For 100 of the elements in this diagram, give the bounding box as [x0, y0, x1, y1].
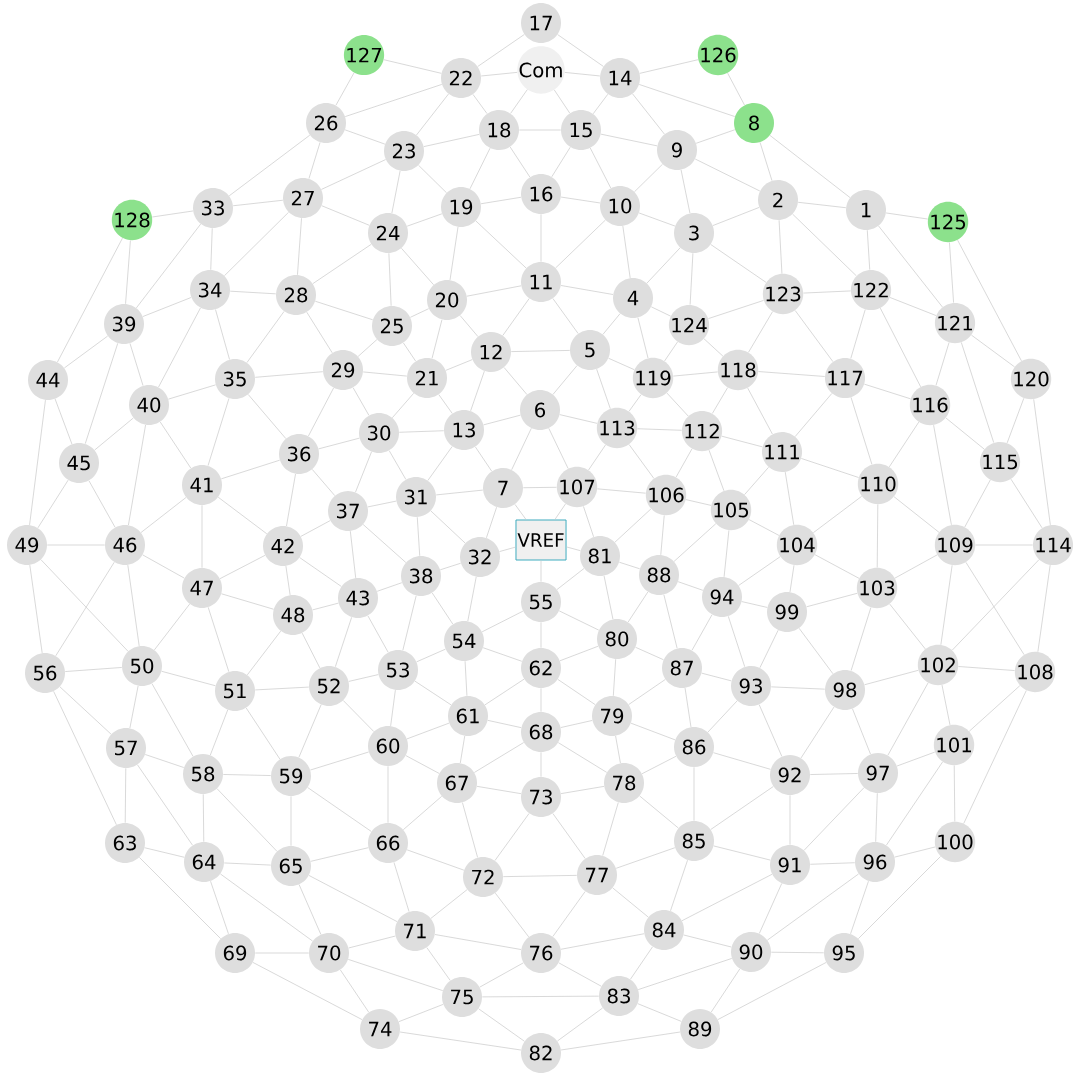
connector-line	[552, 298, 579, 334]
connector-line	[299, 557, 342, 587]
connector-line	[348, 935, 396, 949]
connector-line	[797, 201, 847, 209]
connector-line	[684, 687, 692, 728]
connector-line	[638, 212, 676, 227]
connector-line	[889, 297, 937, 316]
connector-line	[958, 666, 1015, 671]
connector-line	[770, 951, 825, 954]
connector-line	[144, 754, 185, 768]
connector-line	[945, 417, 985, 450]
connector-line	[220, 873, 313, 942]
connector-line	[560, 720, 593, 728]
connector-line	[602, 313, 621, 335]
reference-box: VREF	[515, 519, 567, 561]
connector-line	[216, 788, 278, 852]
connector-line	[632, 93, 665, 135]
connector-line	[747, 387, 773, 435]
connector-line	[879, 307, 921, 388]
connector-line	[335, 616, 352, 668]
connector-line	[627, 591, 649, 623]
connector-line	[1037, 564, 1051, 653]
connector-line	[483, 414, 521, 426]
connector-line	[608, 357, 635, 371]
connector-line	[215, 309, 230, 360]
connector-line	[806, 592, 858, 608]
connector-line	[769, 135, 851, 198]
connector-line	[552, 365, 578, 395]
connector-line	[721, 435, 763, 448]
connector-line	[792, 213, 857, 277]
connector-line	[64, 667, 123, 672]
connector-line	[784, 471, 795, 526]
connector-line	[701, 672, 732, 682]
connector-line	[713, 845, 771, 861]
connector-line	[342, 700, 375, 732]
connector-line	[254, 686, 310, 691]
connector-line	[552, 891, 586, 937]
connector-line	[37, 479, 69, 529]
connector-line	[418, 164, 447, 194]
connector-line	[209, 709, 229, 756]
connector-line	[646, 247, 681, 284]
connector-line	[560, 1031, 681, 1051]
connector-line	[889, 603, 926, 650]
connector-line	[637, 1003, 682, 1022]
connector-line	[560, 285, 614, 295]
connector-line	[759, 142, 773, 181]
connector-line	[673, 523, 717, 562]
connector-line	[84, 342, 119, 445]
connector-line	[475, 220, 527, 269]
connector-line	[953, 765, 956, 822]
connector-line	[348, 674, 379, 682]
connector-line	[639, 795, 679, 829]
connector-line	[1033, 398, 1051, 526]
connector-line	[220, 459, 281, 480]
connector-line	[136, 223, 201, 309]
connector-line	[321, 205, 370, 226]
connector-line	[876, 504, 879, 568]
connector-line	[583, 506, 594, 538]
connector-line	[511, 427, 532, 471]
connector-line	[140, 497, 187, 533]
connector-line	[399, 1031, 522, 1051]
connector-line	[960, 342, 995, 443]
connector-line	[548, 427, 569, 469]
connector-line	[510, 350, 571, 352]
connector-line	[866, 229, 871, 270]
connector-line	[510, 89, 528, 114]
connector-line	[128, 424, 146, 526]
connector-line	[151, 683, 194, 757]
connector-line	[472, 94, 488, 114]
connector-line	[660, 515, 665, 556]
connector-line	[628, 444, 655, 479]
connector-line	[478, 1008, 525, 1042]
connector-line	[635, 646, 664, 661]
connector-line	[685, 499, 712, 506]
connector-line	[673, 371, 718, 377]
connector-line	[603, 575, 614, 620]
connector-line	[741, 601, 768, 608]
connector-line	[630, 722, 676, 741]
connector-line	[246, 311, 285, 363]
connector-line	[615, 735, 621, 764]
connector-line	[224, 211, 289, 277]
connector-line	[710, 968, 741, 1013]
connector-line	[357, 339, 378, 357]
connector-line	[596, 368, 611, 409]
connector-line	[555, 219, 606, 269]
connector-line	[321, 159, 386, 190]
connector-line	[798, 627, 834, 675]
connector-line	[748, 519, 780, 536]
connector-line	[499, 546, 516, 552]
connector-line	[670, 859, 688, 912]
connector-line	[712, 387, 728, 414]
connector-line	[494, 892, 530, 938]
connector-line	[494, 813, 530, 861]
connector-line	[127, 564, 140, 647]
connector-line	[641, 755, 677, 775]
connector-line	[144, 847, 185, 858]
connector-line	[759, 629, 779, 669]
connector-line	[708, 449, 725, 492]
connector-line	[650, 306, 671, 317]
connector-line	[637, 317, 649, 359]
